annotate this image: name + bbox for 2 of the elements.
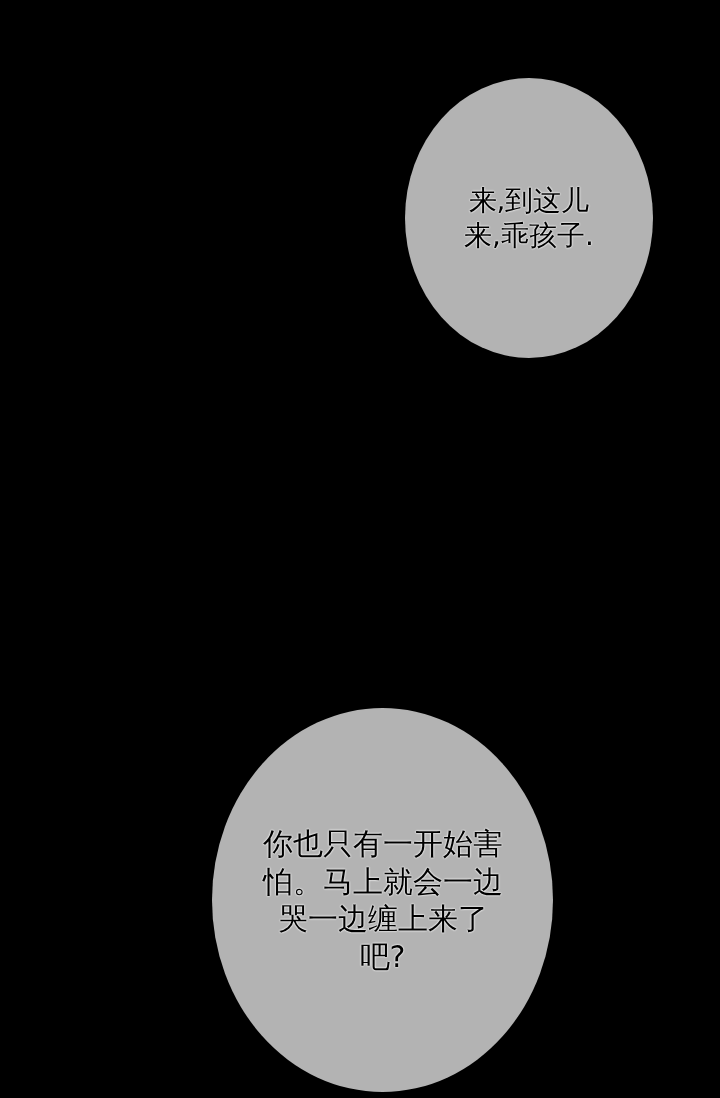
speech-text: 来,到这儿来,乖孩子. bbox=[463, 183, 595, 253]
speech-text: 你也只有一开始害怕。马上就会一边哭一边缠上来了吧? bbox=[261, 825, 504, 975]
